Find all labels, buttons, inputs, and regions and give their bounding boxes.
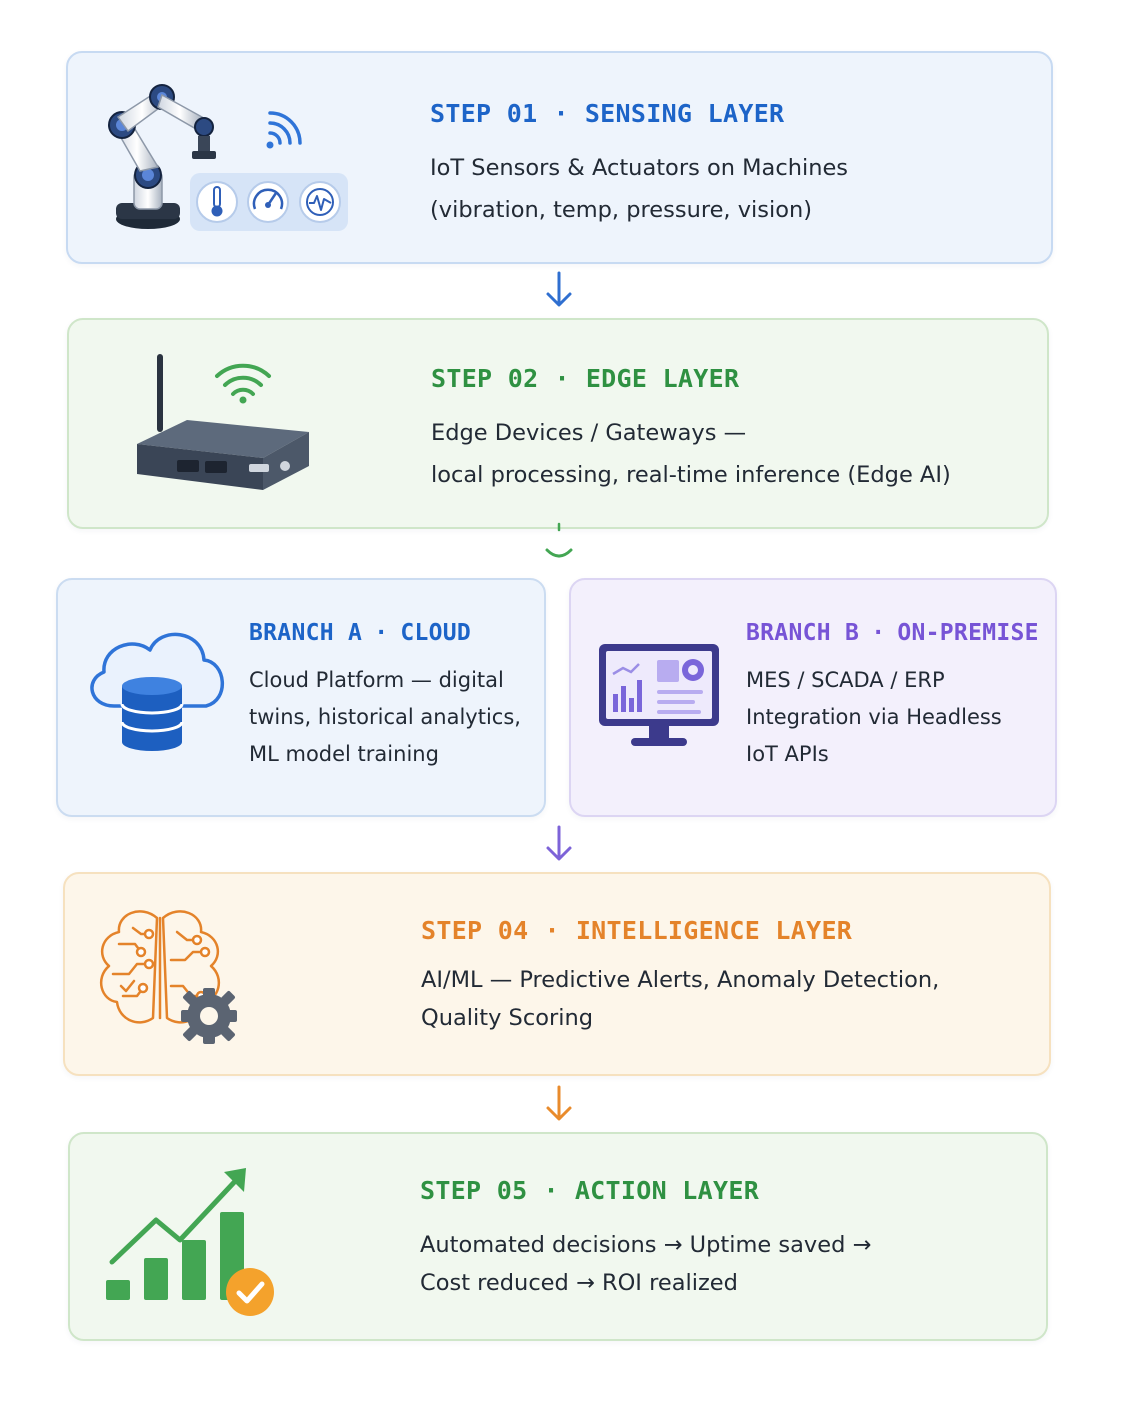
pulse-icon xyxy=(299,181,341,223)
check-badge-icon xyxy=(226,1268,274,1316)
brain-circuit-icon xyxy=(99,910,237,1044)
separator: · xyxy=(543,1176,559,1205)
separator: · xyxy=(544,916,560,945)
layer-name: CLOUD xyxy=(400,620,472,646)
branch-b-on-premise-card: BRANCH B · ON-PREMISE MES / SCADA / ERP In… xyxy=(569,578,1057,817)
growth-bar-chart-icon xyxy=(106,1168,274,1316)
step-label: STEP 02 xyxy=(431,364,539,393)
separator: · xyxy=(374,620,389,646)
gear-icon xyxy=(181,988,237,1044)
step-label: STEP 04 xyxy=(421,916,529,945)
step-04-description: AI/ML — Predictive Alerts, Anomaly Detec… xyxy=(421,961,939,1037)
arrow-down-icon xyxy=(546,825,572,861)
step-01-sensing-card: STEP 01 · SENSING LAYER IoT Sensors & Actu… xyxy=(66,51,1053,264)
cloud-database-icon xyxy=(90,632,224,751)
branch-a-heading: BRANCH A · CLOUD xyxy=(249,620,471,646)
step-04-intelligence-card: STEP 04 · INTELLIGENCE LAYER AI/ML — Predi… xyxy=(63,872,1051,1076)
description-line: IoT APIs xyxy=(746,742,829,766)
step-02-edge-card: STEP 02 · EDGE LAYER Edge Devices / Gatewa… xyxy=(67,318,1049,529)
thermometer-icon xyxy=(196,181,238,223)
wifi-icon xyxy=(215,363,271,404)
description-line: Cost reduced → ROI realized xyxy=(420,1270,738,1296)
layer-name: SENSING LAYER xyxy=(584,99,785,128)
step-label: STEP 01 xyxy=(430,99,538,128)
description-line: MES / SCADA / ERP xyxy=(746,668,945,692)
layer-name: EDGE LAYER xyxy=(585,364,740,393)
branch-label: BRANCH A xyxy=(249,620,363,646)
arrow-down-icon xyxy=(546,1085,572,1121)
branch-b-heading: BRANCH B · ON-PREMISE xyxy=(746,620,1039,646)
step-01-description: IoT Sensors & Actuators on Machines (vib… xyxy=(430,147,848,231)
step-02-heading: STEP 02 · EDGE LAYER xyxy=(431,364,739,393)
layer-name: ACTION LAYER xyxy=(574,1176,760,1205)
description-line: Automated decisions → Uptime saved → xyxy=(420,1232,872,1258)
step-05-heading: STEP 05 · ACTION LAYER xyxy=(420,1176,759,1205)
step-01-heading: STEP 01 · SENSING LAYER xyxy=(430,99,784,128)
description-line: Quality Scoring xyxy=(421,1005,594,1031)
step-02-description: Edge Devices / Gateways — local processi… xyxy=(431,412,951,496)
layer-name: ON-PREMISE xyxy=(897,620,1039,646)
edge-gateway-router-icon xyxy=(137,354,309,490)
step-05-action-card: STEP 05 · ACTION LAYER Automated decisions… xyxy=(68,1132,1048,1341)
step-04-heading: STEP 04 · INTELLIGENCE LAYER xyxy=(421,916,852,945)
description-line: local processing, real-time inference (E… xyxy=(431,462,951,488)
description-line: IoT Sensors & Actuators on Machines xyxy=(430,155,849,181)
description-line: Edge Devices / Gateways — xyxy=(431,420,747,446)
arrow-down-icon xyxy=(546,271,572,307)
description-line: ML model training xyxy=(249,742,439,766)
separator: · xyxy=(553,99,569,128)
branch-a-cloud-card: BRANCH A · CLOUD Cloud Platform — digital … xyxy=(56,578,546,817)
branch-a-description: Cloud Platform — digital twins, historic… xyxy=(249,662,521,773)
layer-name: INTELLIGENCE LAYER xyxy=(575,916,853,945)
description-line: twins, historical analytics, xyxy=(249,705,521,729)
pressure-gauge-icon xyxy=(247,181,289,223)
separator: · xyxy=(871,620,886,646)
description-line: Cloud Platform — digital xyxy=(249,668,504,692)
monitor-dashboard-icon xyxy=(599,644,719,746)
description-line: (vibration, temp, pressure, vision) xyxy=(430,197,813,223)
step-label: STEP 05 xyxy=(420,1176,528,1205)
branch-b-description: MES / SCADA / ERP Integration via Headle… xyxy=(746,662,1002,773)
description-line: Integration via Headless xyxy=(746,705,1002,729)
branch-split-connector-icon xyxy=(545,522,573,558)
robot-arm-icon xyxy=(108,84,348,231)
branch-label: BRANCH B xyxy=(746,620,860,646)
step-05-description: Automated decisions → Uptime saved → Cos… xyxy=(420,1226,871,1302)
description-line: AI/ML — Predictive Alerts, Anomaly Detec… xyxy=(421,967,940,993)
separator: · xyxy=(554,364,570,393)
